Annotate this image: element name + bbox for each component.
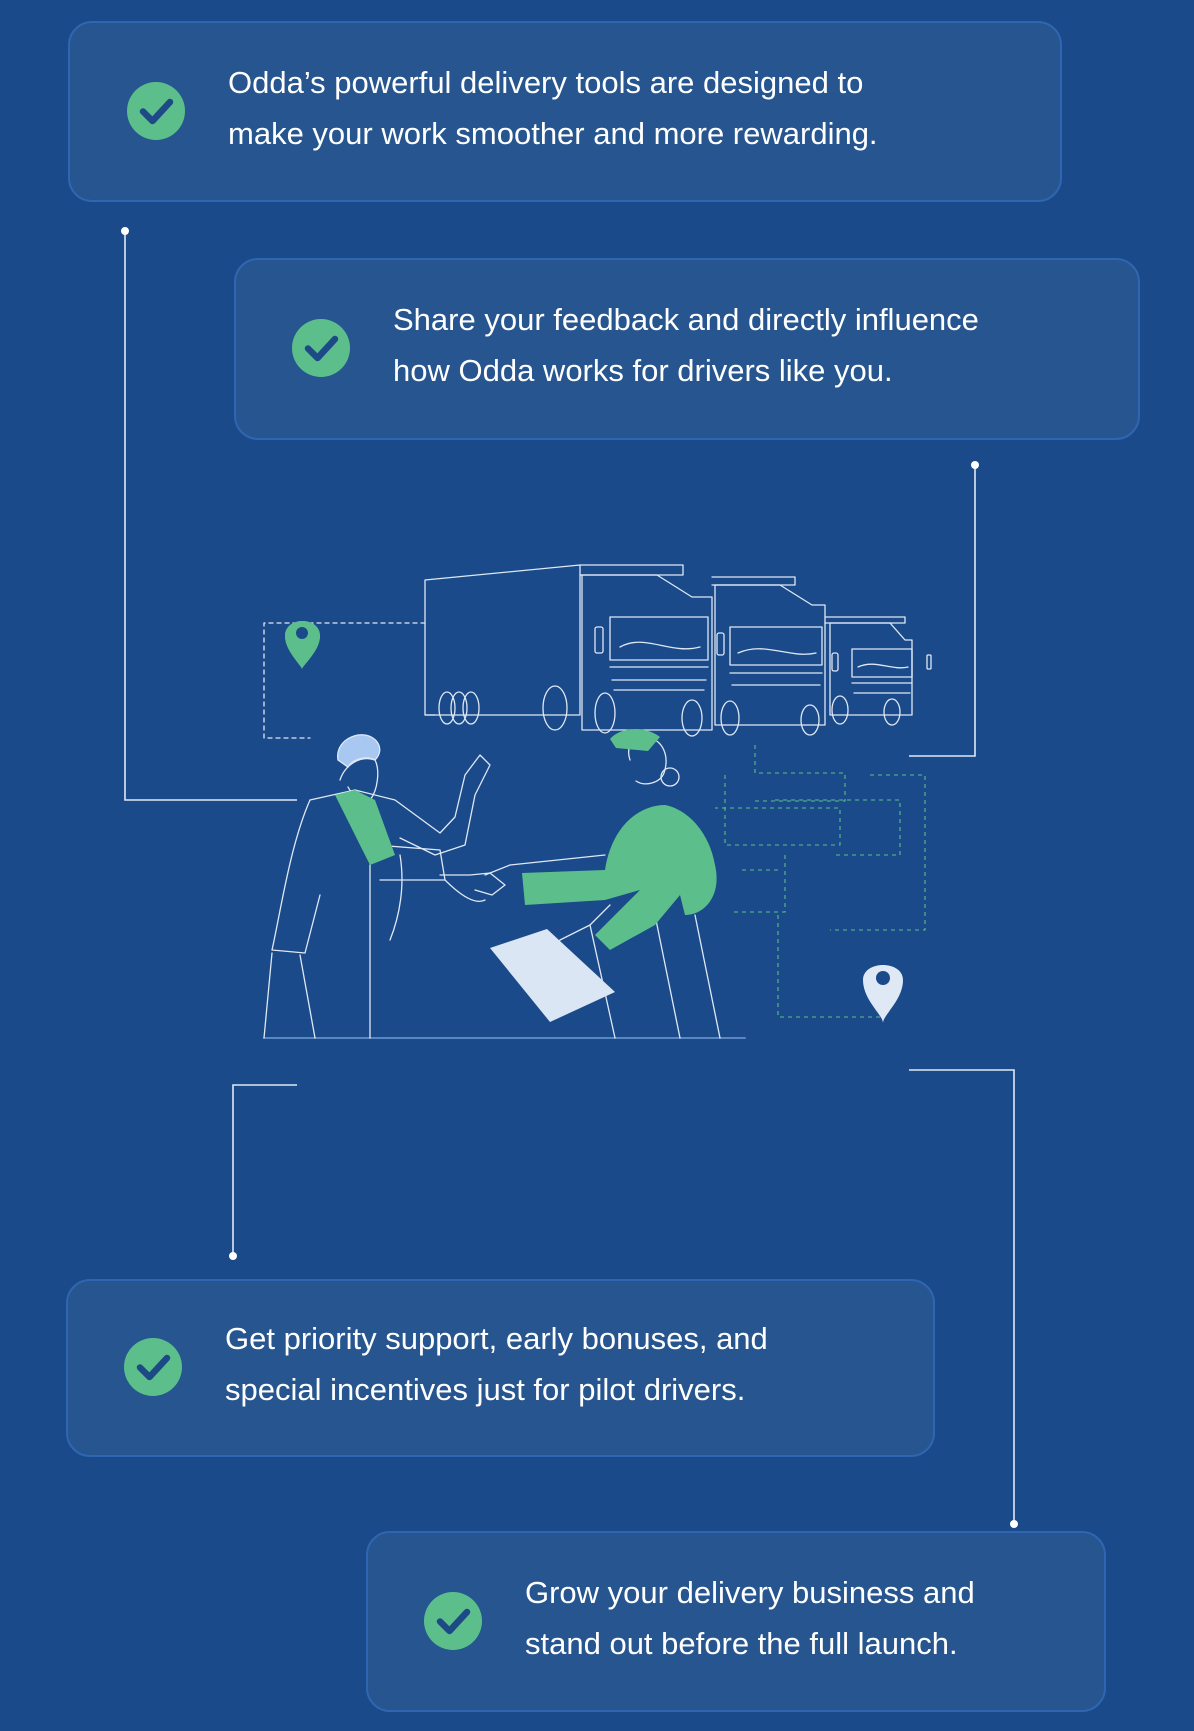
- check-circle-icon: [124, 1338, 182, 1396]
- delivery-partners-illustration: [263, 564, 932, 1039]
- benefit-card-delivery-tools: Odda’s powerful delivery tools are desig…: [68, 21, 1062, 202]
- check-circle-icon: [424, 1592, 482, 1650]
- benefit-card-feedback: Share your feedback and directly influen…: [234, 258, 1140, 440]
- benefit-text: Get priority support, early bonuses, and…: [225, 1321, 768, 1407]
- location-pin-icon: [863, 965, 903, 1023]
- benefit-card-grow-business: Grow your delivery business and stand ou…: [366, 1531, 1106, 1712]
- benefit-text: Odda’s powerful delivery tools are desig…: [228, 65, 878, 151]
- benefit-card-priority-support: Get priority support, early bonuses, and…: [66, 1279, 935, 1457]
- benefit-text: Share your feedback and directly influen…: [393, 302, 979, 388]
- benefit-text: Grow your delivery business and stand ou…: [525, 1575, 975, 1661]
- check-circle-icon: [292, 319, 350, 377]
- check-circle-icon: [127, 82, 185, 140]
